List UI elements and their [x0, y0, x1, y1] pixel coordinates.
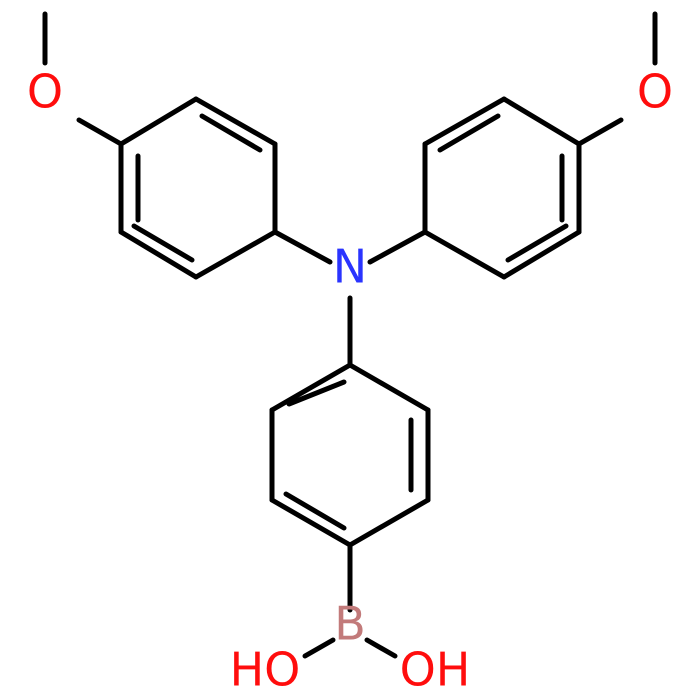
left-oxygen-label: O [27, 65, 63, 119]
right-hydroxyl-label: OH [400, 643, 471, 697]
right-ring-bond [501, 229, 582, 280]
right-ring-nitrogen-bond [367, 229, 428, 265]
left-ring-bond [193, 96, 278, 147]
bonds [42, 11, 658, 659]
left-ring-bond [118, 96, 199, 147]
left-ring-bond [118, 229, 199, 280]
right-ring-inner-bond [505, 223, 569, 263]
right-ring-bond [501, 96, 582, 147]
bottom-ring-bond [347, 362, 431, 413]
right-oxygen-label: O [637, 65, 673, 119]
bottom-ring-inner-bond [283, 491, 347, 531]
nitrogen-label: N [333, 240, 367, 294]
left-ring-bond [193, 229, 278, 280]
boron-left-hydroxyl-bond [302, 637, 336, 659]
left-hydroxyl-label: HO [230, 643, 301, 697]
bottom-ring-inner-bond [286, 379, 347, 407]
left-ring-inner-bond [199, 113, 263, 153]
bottom-ring-bond [347, 497, 431, 548]
right-oxygen-ring-bond [576, 117, 624, 147]
boron-label: B [334, 597, 366, 651]
left-ring-nitrogen-bond [272, 229, 333, 265]
atom-labels: O O N B HO OH [27, 65, 673, 697]
right-ring-bond [422, 96, 507, 147]
left-oxygen-ring-bond [76, 117, 124, 147]
bottom-ring-bond [269, 362, 353, 413]
right-ring-inner-bond [437, 113, 501, 153]
right-ring-bond [422, 229, 507, 280]
bottom-ring-bond [269, 497, 353, 548]
boron-right-hydroxyl-bond [364, 637, 398, 659]
left-ring-inner-bond [131, 223, 195, 263]
